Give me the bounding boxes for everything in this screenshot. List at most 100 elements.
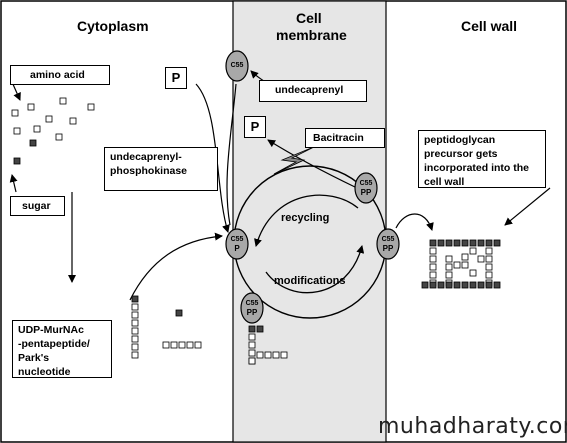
recycling-arrow [254,194,359,247]
carrier-c55-top [225,50,249,82]
chain-square [186,341,194,349]
chain-square [194,341,202,349]
chain-square [131,295,139,303]
phosphate-top-box: P [165,67,187,89]
peptide-chains [131,239,501,365]
carrier-phosphate: PP [246,308,258,317]
carrier-name: C55 [245,300,259,307]
peptidoglycan-box: peptidoglycan precursor gets incorporate… [418,130,546,188]
wall-square [429,247,437,255]
modifications-label: modifications [274,275,346,287]
arrow-to-p-release [267,139,358,189]
chain-square [170,341,178,349]
monomer-square [87,103,95,111]
peptido-label-line4: cell wall [424,176,465,188]
carrier-c55-pp-right [376,228,400,260]
carrier-phosphate: P [234,244,240,253]
carrier-phosphate: PP [360,188,372,197]
chain-square [280,351,288,359]
cell-membrane-header-line2: membrane [276,27,347,43]
monomer-square [29,139,37,147]
wall-square [477,255,485,263]
carrier-name: C55 [230,62,244,69]
bacitracin-box: Bacitracin [305,128,385,148]
carrier-name: C55 [230,236,244,243]
wall-square [421,281,429,289]
cytoplasm-header: Cytoplasm [77,18,149,34]
amino-acid-box: amino acid [10,65,110,85]
udp-label-line3: Park's [18,352,50,364]
kinase-label-line2: phosphokinase [110,165,188,177]
wall-square [485,247,493,255]
wall-square [453,239,461,247]
kinase-label-line1: undecaprenyl- [110,151,182,163]
peptido-label-line3: incorporated into the [424,162,529,174]
udp-label-line4: nucleotide [18,366,71,378]
wall-square [469,247,477,255]
wall-square [445,263,453,271]
undecaprenyl-box: undecaprenyl [259,80,367,102]
monomer-square [69,117,77,125]
wall-square [485,255,493,263]
carrier-label-c55-top: C55 [225,61,249,70]
undecaprenyl-label: undecaprenyl [275,84,344,96]
monomer-square [27,103,35,111]
chain-square [131,335,139,343]
peptido-label-line2: precursor gets [424,148,498,160]
wall-square [445,239,453,247]
chain-square [248,341,256,349]
wall-square [437,239,445,247]
recycling-label: recycling [281,212,330,224]
watermark-text: muhadharaty.com [378,414,567,439]
chain-square [131,351,139,359]
chain-square [248,357,256,365]
wall-square [485,281,493,289]
carrier-lipids [225,50,400,324]
monomer-square [13,157,21,165]
wall-square [469,269,477,277]
chain-square [131,343,139,351]
chain-square [248,325,256,333]
monomer-square [13,127,21,135]
wall-square [461,239,469,247]
chain-square [272,351,280,359]
arrow-carrier-down [226,83,237,226]
chain-square [248,349,256,357]
monomer-square [55,133,63,141]
wall-square [493,281,501,289]
arrow-amino-acid [11,81,21,101]
wall-square [485,263,493,271]
wall-square [493,239,501,247]
peptido-label-line1: peptidoglycan [424,134,496,146]
chain-square [131,303,139,311]
monomer-square [175,309,183,317]
carrier-c55-pp-bottom [240,292,264,324]
wall-square [461,261,469,269]
sugar-box: sugar [10,196,65,216]
chain-square [162,341,170,349]
arrow-from-precursor-label [504,187,551,226]
wall-square [469,239,477,247]
wall-square [485,239,493,247]
wall-square [477,281,485,289]
cell-wall-header: Cell wall [461,18,518,34]
arrow-udp-to-carrier [129,232,223,301]
amino-acid-label: amino acid [30,69,85,81]
carrier-name: C55 [359,180,373,187]
chain-square [131,311,139,319]
wall-square [469,281,477,289]
carrier-phosphate: PP [382,244,394,253]
wall-square [461,253,469,261]
wall-square [429,239,437,247]
sugar-label: sugar [22,200,51,212]
wall-square [445,255,453,263]
kinase-box: undecaprenyl- phosphokinase [104,147,218,191]
wall-square [453,261,461,269]
udp-label-line1: UDP-MurNAc [18,324,84,336]
chain-square [256,325,264,333]
wall-square [429,271,437,279]
udp-label-line2: -pentapeptide/ [18,338,90,350]
